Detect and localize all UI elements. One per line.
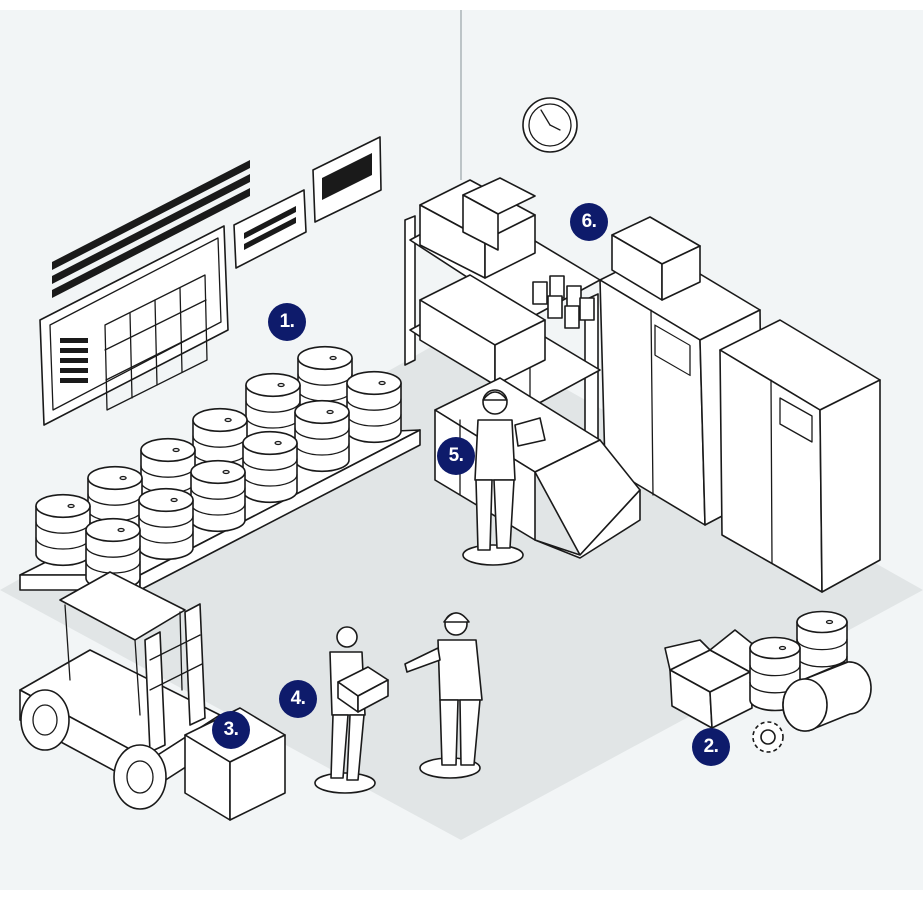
wall-chart-panel xyxy=(312,136,382,223)
worker-gesturing xyxy=(404,612,483,779)
marker-5-label: 5. xyxy=(448,445,464,466)
forklift xyxy=(19,571,286,821)
marker-1-label: 1. xyxy=(279,311,295,332)
shelf-boxes-bottom xyxy=(419,274,546,386)
forklift-wheel-front xyxy=(113,744,167,810)
marker-3-label: 3. xyxy=(223,719,239,740)
barrel xyxy=(242,430,298,504)
barrel-lying xyxy=(782,661,872,732)
shelf-boxes-top xyxy=(419,177,536,279)
barrel xyxy=(138,487,194,561)
storage-cabinet-right xyxy=(719,319,881,593)
storage-shelf xyxy=(404,177,601,471)
marker-5-badge: 5. xyxy=(437,437,475,475)
marker-2-badge: 2. xyxy=(692,728,730,766)
wall-info-panel xyxy=(233,189,307,269)
barrel xyxy=(294,399,350,473)
open-cardboard-box xyxy=(664,629,761,729)
worker-inspector xyxy=(462,389,546,566)
wall-schedule-board xyxy=(39,225,229,426)
marker-4-label: 4. xyxy=(290,688,306,709)
worker-carrying-box xyxy=(314,626,389,794)
wall-clock xyxy=(522,97,578,153)
gear-icon xyxy=(752,721,784,753)
forklift-wheel-rear xyxy=(20,689,70,751)
shelf-cans xyxy=(532,275,595,329)
marker-2-label: 2. xyxy=(703,736,719,757)
marker-6-badge: 6. xyxy=(570,203,608,241)
marker-6-label: 6. xyxy=(581,211,597,232)
marker-1-badge: 1. xyxy=(268,303,306,341)
cabinet-top-box xyxy=(611,216,701,301)
wall-notice-dots xyxy=(52,160,250,298)
marker-4-badge: 4. xyxy=(279,680,317,718)
forklift-roof xyxy=(59,571,186,716)
barrel xyxy=(35,493,91,567)
forklift-load-box xyxy=(184,707,286,821)
forklift-mast xyxy=(144,603,206,753)
barrel-group xyxy=(35,345,402,591)
barrel xyxy=(346,370,402,444)
storage-cabinet-left xyxy=(599,249,763,526)
marker-3-badge: 3. xyxy=(212,711,250,749)
barrel xyxy=(190,459,246,533)
